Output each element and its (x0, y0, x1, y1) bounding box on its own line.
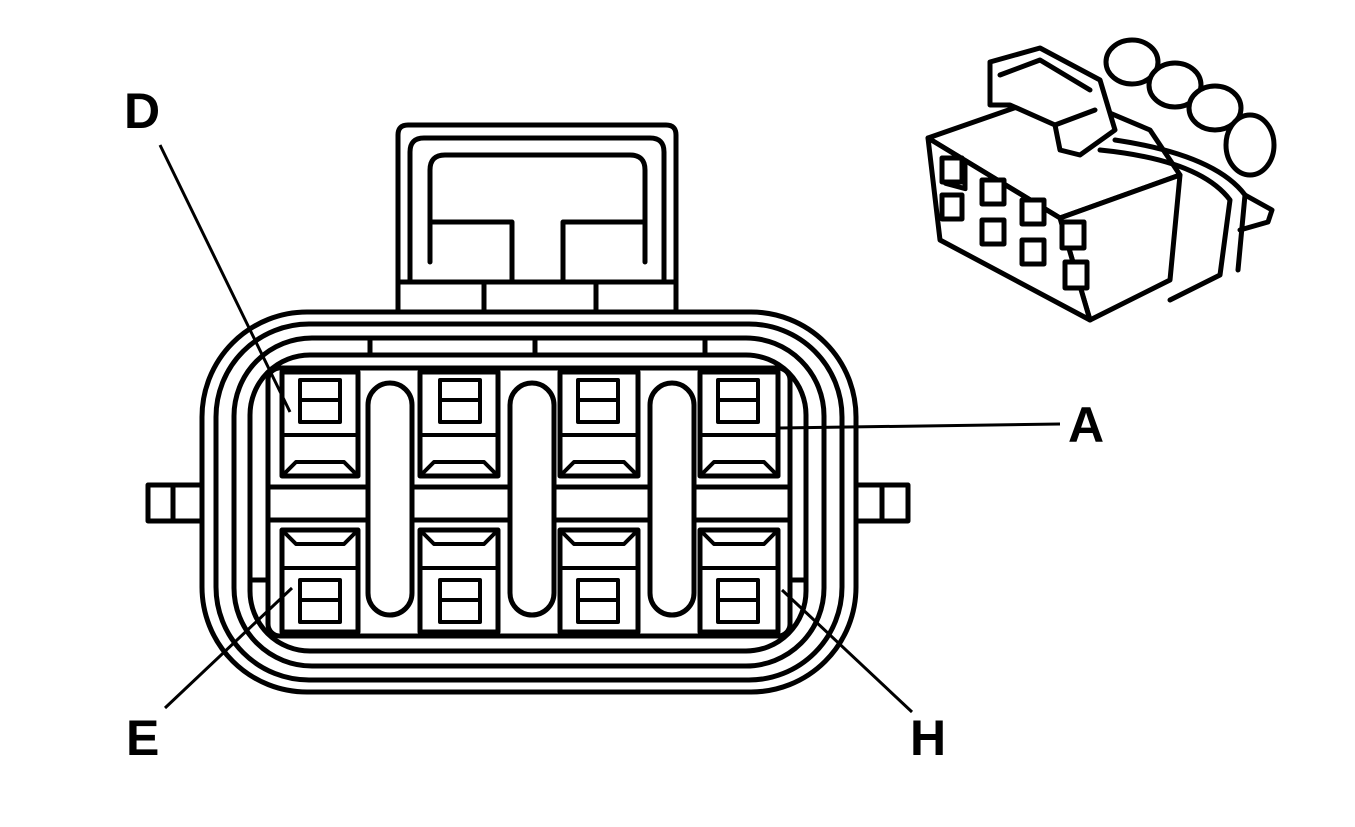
terminal-cavity-h (697, 527, 781, 635)
connector-side-tab-left (145, 482, 209, 524)
leader-line-a (779, 422, 1061, 430)
terminal-cavity-top-3 (557, 369, 641, 479)
leader-line-h (780, 588, 914, 714)
terminal-row-bottom (279, 527, 781, 635)
terminal-cavity-a (697, 369, 781, 479)
pin-label-d: D (124, 83, 161, 139)
cavity-separator-ribs (365, 380, 697, 618)
terminal-row-top (279, 369, 781, 479)
terminal-cavity-bottom-3 (557, 527, 641, 635)
leader-line-e (163, 586, 294, 710)
connector-isometric-view (925, 37, 1277, 323)
terminal-cavity-bottom-2 (417, 527, 501, 635)
connector-latch (395, 122, 679, 315)
terminal-cavity-d (279, 369, 361, 479)
pin-label-a: A (1068, 397, 1105, 453)
pin-label-e: E (126, 710, 160, 766)
pin-label-h: H (910, 710, 947, 766)
terminal-cavity-e (279, 527, 361, 635)
terminal-cavity-top-2 (417, 369, 501, 479)
leader-line-d (158, 144, 292, 413)
connector-side-tab-right (849, 482, 911, 524)
